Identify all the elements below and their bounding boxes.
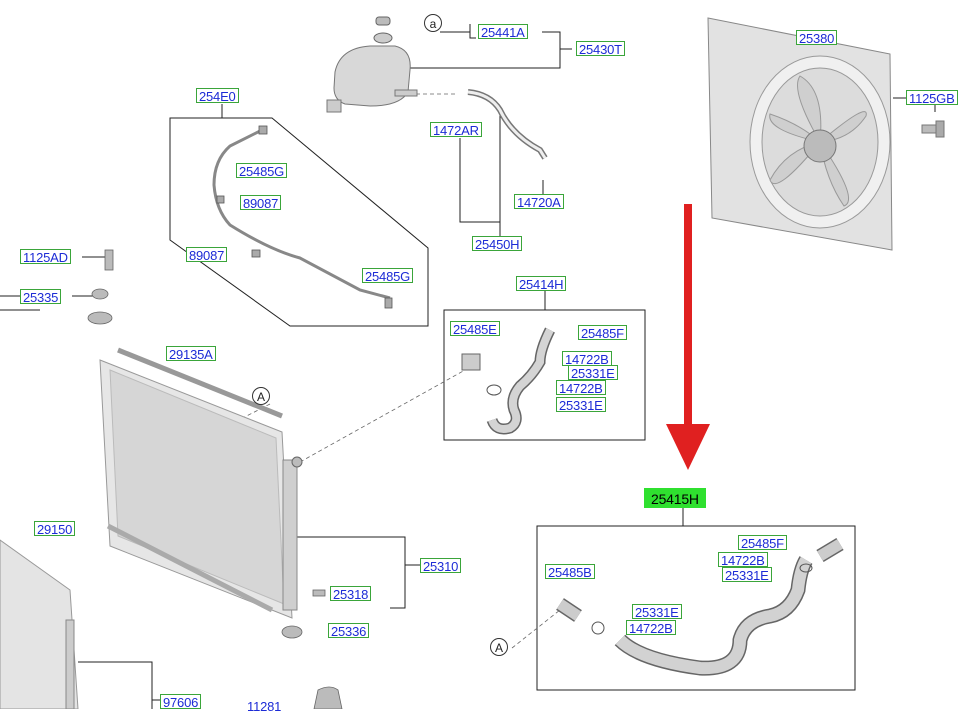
part-label-1125AD[interactable]: 1125AD: [20, 249, 71, 265]
reservoir-tank-drawing: [326, 16, 418, 113]
part-label-1125GB[interactable]: 1125GB: [906, 90, 958, 106]
part-label-25318[interactable]: 25318: [330, 586, 372, 602]
condenser-drawing: [0, 539, 79, 709]
part-label-25485G-bottom[interactable]: 25485G: [362, 268, 414, 284]
hose-25414H-drawing: [461, 327, 555, 435]
part-label-25335[interactable]: 25335: [20, 289, 62, 305]
callout-a-small: a: [424, 14, 442, 32]
part-label-25430T[interactable]: 25430T: [576, 41, 625, 57]
radiator-drawing: [99, 347, 303, 619]
part-label-11281[interactable]: 11281: [244, 698, 285, 714]
part-label-14720A[interactable]: 14720A: [514, 194, 564, 210]
part-label-25485G-top[interactable]: 25485G: [236, 163, 288, 179]
part-label-14722B-d[interactable]: 14722B: [626, 620, 676, 636]
part-label-25310[interactable]: 25310: [420, 558, 462, 574]
part-label-14722B-b[interactable]: 14722B: [556, 380, 606, 396]
part-label-14722B-c[interactable]: 14722B: [718, 552, 768, 568]
fan-shroud-drawing: [707, 17, 893, 251]
part-label-89087-b[interactable]: 89087: [186, 247, 228, 263]
part-label-25414H[interactable]: 25414H: [516, 276, 567, 292]
part-label-14722B-a[interactable]: 14722B: [562, 351, 612, 367]
part-label-25485B[interactable]: 25485B: [545, 564, 595, 580]
part-label-25331E-c[interactable]: 25331E: [722, 567, 772, 583]
part-label-25331E-b[interactable]: 25331E: [556, 397, 606, 413]
callout-A-hose: A: [490, 638, 508, 656]
part-label-29135A[interactable]: 29135A: [166, 346, 216, 362]
part-label-29150[interactable]: 29150: [34, 521, 76, 537]
part-label-25485F-bottom[interactable]: 25485F: [738, 535, 787, 551]
part-label-25485E[interactable]: 25485E: [450, 321, 500, 337]
hose-25415H-drawing: [556, 537, 844, 676]
bleed-pipe-drawing: [212, 128, 391, 300]
part-label-89087-a[interactable]: 89087: [240, 195, 282, 211]
part-label-25441A[interactable]: 25441A: [478, 24, 528, 40]
part-label-1472AR[interactable]: 1472AR: [430, 122, 482, 138]
callout-A-radiator: A: [252, 387, 270, 405]
part-label-25331E-a[interactable]: 25331E: [568, 365, 618, 381]
part-label-25380[interactable]: 25380: [796, 30, 838, 46]
part-label-25415H-highlighted[interactable]: 25415H: [644, 488, 706, 508]
part-label-25331E-d[interactable]: 25331E: [632, 604, 682, 620]
bolt-1125GB-drawing: [921, 120, 945, 138]
part-label-25485F-top[interactable]: 25485F: [578, 325, 627, 341]
part-label-254E0[interactable]: 254E0: [196, 88, 239, 104]
red-arrow: [666, 204, 710, 470]
part-label-25450H[interactable]: 25450H: [472, 236, 523, 252]
part-label-25336[interactable]: 25336: [328, 623, 370, 639]
part-label-97606[interactable]: 97606: [160, 694, 202, 710]
